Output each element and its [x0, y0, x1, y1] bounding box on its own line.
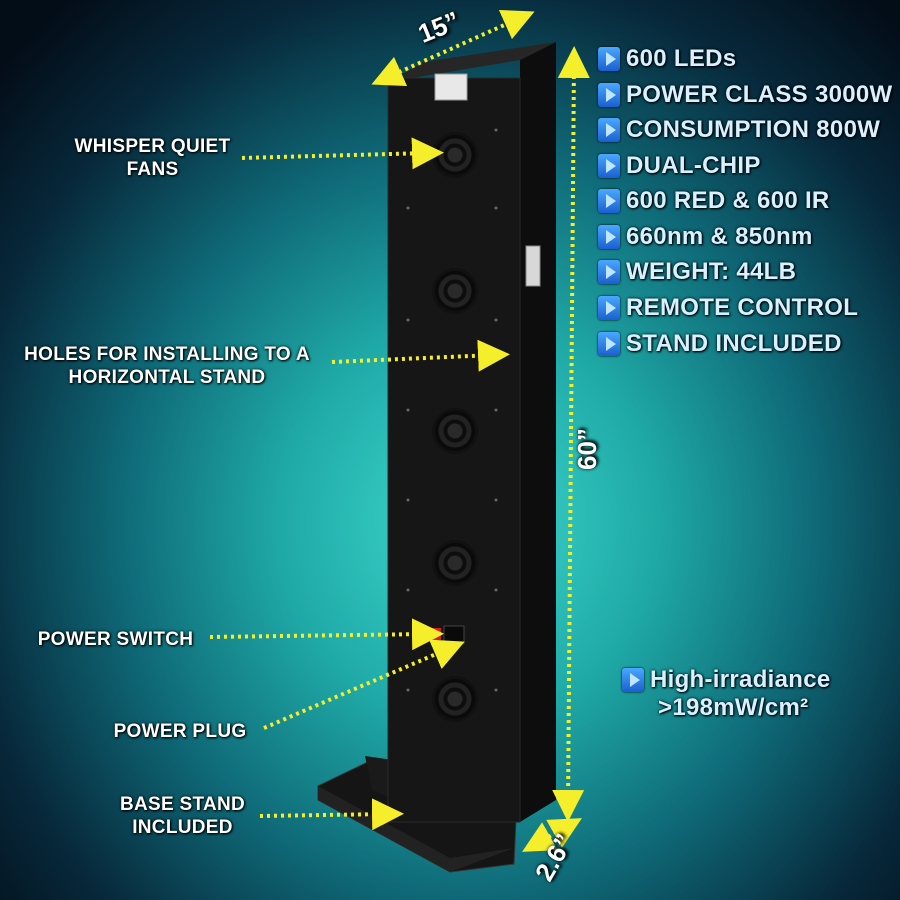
spec-item: REMOTE CONTROL [598, 293, 858, 323]
spec-item: DUAL-CHIP [598, 151, 761, 181]
play-bullet-icon [598, 154, 620, 178]
spec-item: POWER CLASS 3000W [598, 80, 893, 110]
play-bullet-icon [598, 47, 620, 71]
spec-item: WEIGHT: 44LB [598, 257, 796, 287]
play-bullet-icon [598, 225, 620, 249]
irradiance-line2: >198mW/cm² [658, 694, 809, 721]
play-bullet-icon [598, 296, 620, 320]
spec-item: STAND INCLUDED [598, 329, 842, 359]
spec-item: CONSUMPTION 800W [598, 115, 880, 145]
irradiance-line1: High-irradiance [650, 666, 831, 693]
callout-fans: WHISPER QUIET FANS [74, 136, 231, 180]
play-bullet-icon [598, 83, 620, 107]
play-bullet-icon [598, 118, 620, 142]
callout-base-stand: BASE STAND INCLUDED [119, 794, 246, 838]
callout-power-switch: POWER SWITCH [37, 629, 194, 650]
callout-power-plug: POWER PLUG [113, 721, 247, 742]
spec-item: 660nm & 850nm [598, 222, 813, 252]
play-bullet-icon [598, 189, 620, 213]
fan-icon [432, 540, 478, 586]
fan-icon [432, 676, 478, 722]
play-bullet-icon [622, 668, 644, 692]
spec-item: 600 RED & 600 IR [598, 186, 830, 216]
spec-item: 600 LEDs [598, 44, 736, 74]
fan-icon [432, 408, 478, 454]
play-bullet-icon [598, 260, 620, 284]
callout-holes: HOLES FOR INSTALLING TO A HORIZONTAL STA… [24, 344, 310, 388]
play-bullet-icon [598, 332, 620, 356]
irradiance-block: High-irradiance >198mW/cm² [622, 666, 831, 722]
fan-icon [432, 268, 478, 314]
height-dimension-label: 60” [572, 428, 602, 470]
